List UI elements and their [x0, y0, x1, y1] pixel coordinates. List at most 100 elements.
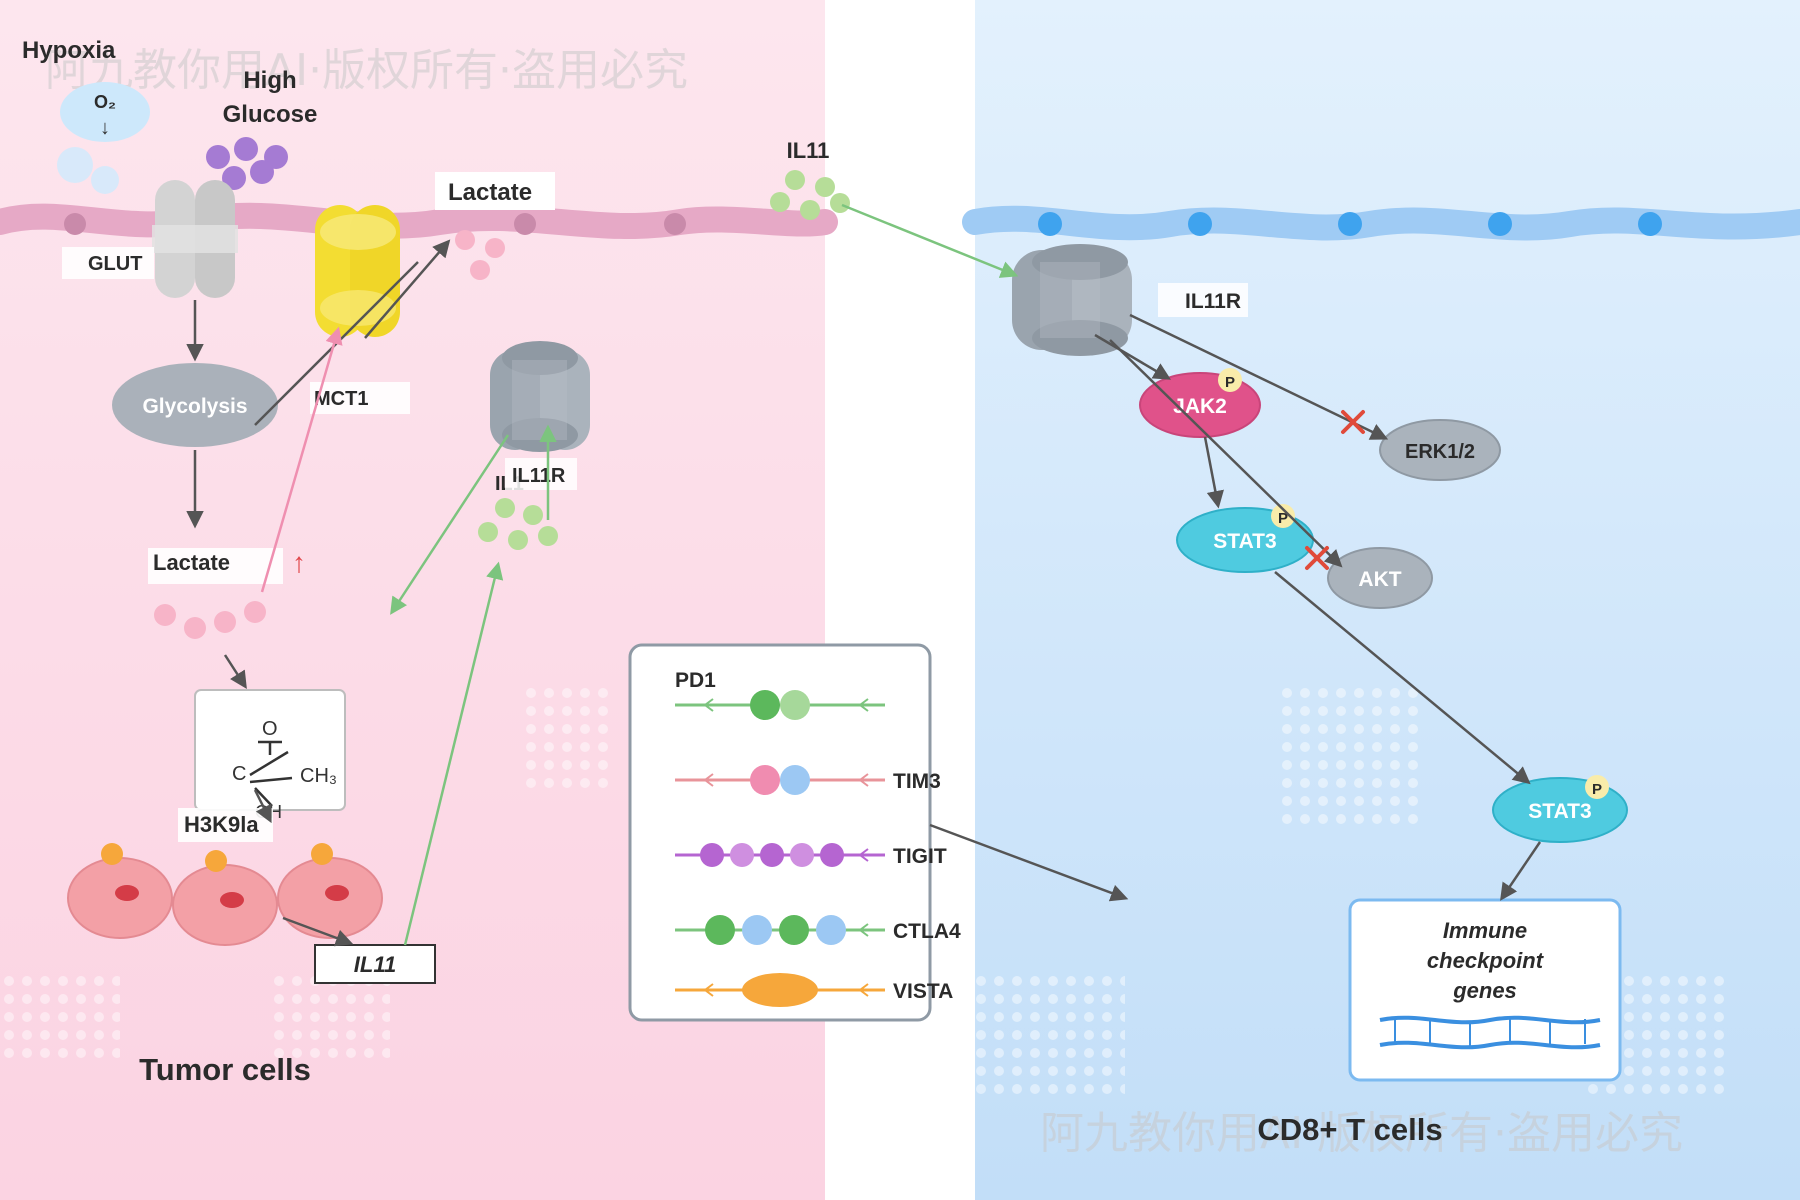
checkpoint-bead	[730, 843, 754, 867]
arrow-il11-gene-secretion	[403, 561, 504, 946]
checkpoint-bead	[742, 973, 818, 1007]
phospho-badge-icon	[1271, 504, 1295, 528]
tcell-title: CD8+ T cells	[1257, 1112, 1442, 1147]
stat3-label-b: STAT3	[1528, 800, 1591, 823]
hypoxia-label: Hypoxia	[22, 37, 116, 64]
jak2-label: JAK2	[1173, 395, 1227, 418]
mct1-label-box	[310, 382, 410, 414]
decor-dots	[1275, 680, 1425, 825]
tumor-cell-nucleosome	[172, 850, 278, 946]
checkpoint-label-pd1: PD1	[675, 669, 716, 692]
checkpoint-panel	[628, 643, 932, 1022]
h3k9la-label: H3K9la	[184, 812, 259, 837]
inhibit-cross-icon	[1305, 546, 1329, 570]
erk-label: ERK1/2	[1405, 441, 1475, 463]
tumor-il11r-label-box	[505, 458, 577, 490]
tcell-il11r-label-box	[1158, 283, 1248, 317]
structure-ch3: CH₃	[300, 765, 337, 787]
phospho-badge-label: P	[1225, 374, 1235, 391]
checkpoint-bead	[700, 843, 724, 867]
arrow-lactate-mct1	[260, 326, 343, 593]
watermark-bottom: 阿九教你用AI·版权所有·盗用必究	[1040, 1108, 1683, 1159]
checkpoint-label-vista: VISTA	[893, 980, 953, 1003]
arrow-il11r-akt	[1109, 339, 1343, 568]
il11-gene-box	[314, 944, 436, 984]
immune-genes-label: Immune	[1443, 918, 1527, 943]
checkpoint-bead	[750, 765, 780, 795]
checkpoint-bead	[780, 765, 810, 795]
checkpoint-bead	[760, 843, 784, 867]
checkpoint-bead	[750, 690, 780, 720]
tumor-membrane-beads	[64, 213, 686, 235]
o2-bubble	[57, 147, 93, 183]
il11-secreted-label: IL11	[787, 138, 830, 163]
glycolysis-label: Glycolysis	[142, 395, 247, 418]
tcell-il11r-label: IL11R	[1185, 290, 1241, 313]
tcell-il11r-receptor	[1012, 244, 1132, 356]
checkpoint-bead	[790, 843, 814, 867]
structure-bond	[249, 776, 293, 784]
inhibit-cross-icon	[1341, 410, 1365, 434]
checkpoint-bead	[816, 915, 846, 945]
stat3-label-a: STAT3	[1213, 530, 1276, 553]
o2-down-arrow-icon: ↓	[100, 117, 110, 139]
arrow-nucleosome-il11-gene	[282, 916, 354, 947]
tumor-membrane	[0, 202, 838, 239]
glucose-molecules	[206, 137, 288, 190]
decor-dots	[975, 975, 1125, 1095]
arrow-il11r-erk	[1129, 313, 1389, 440]
arrow-structure-nucleosome	[253, 789, 272, 824]
structure-o: O	[262, 718, 278, 740]
strand-chevron-icon	[703, 698, 714, 712]
strand-chevron-icon	[858, 923, 869, 937]
tcell-membrane	[962, 205, 1800, 241]
decor-dots	[525, 680, 615, 790]
checkpoint-label-tigit: TIGIT	[893, 845, 947, 868]
glut-label: GLUT	[88, 253, 142, 275]
checkpoint-bead	[780, 690, 810, 720]
checkpoint-bead	[742, 915, 772, 945]
strand-chevron-icon	[858, 698, 869, 712]
lactate-molecules-in	[154, 601, 266, 639]
strand-chevron-icon	[703, 983, 714, 997]
strand-chevron-icon	[858, 773, 869, 787]
high-glucose-label: High	[243, 67, 296, 94]
tcell-membrane-beads	[1038, 212, 1662, 236]
tumor-cells-title: Tumor cells	[139, 1052, 311, 1087]
arrow-il11r-feedback	[390, 434, 510, 615]
immune-genes-label: genes	[1452, 978, 1517, 1003]
immune-genes-box	[1348, 898, 1622, 1082]
arrow-stat3-stat3	[1274, 571, 1531, 785]
o2-bubble	[60, 82, 150, 142]
lactate-increase-arrow-icon: ↑	[292, 547, 306, 578]
checkpoint-label-ctla4: CTLA4	[893, 920, 961, 943]
phospho-badge-label: P	[1592, 781, 1602, 798]
arrow-checkpoints-tcell	[929, 823, 1129, 902]
checkpoint-bead	[779, 915, 809, 945]
checkpoint-bead	[705, 915, 735, 945]
decor-dots	[0, 975, 120, 1065]
akt-node	[1327, 547, 1433, 609]
o2-bubble	[91, 166, 119, 194]
structure-bond	[254, 787, 273, 807]
structure-c: C	[232, 763, 246, 785]
watermark-top: 阿九教你用AI·版权所有·盗用必究	[45, 45, 688, 96]
arrow-mct1-lactate-out	[364, 239, 451, 339]
lactate-top-label-box	[435, 172, 555, 210]
il11-secreted-molecules	[770, 170, 850, 220]
phospho-badge-icon	[1585, 775, 1609, 799]
strand-chevron-icon	[703, 773, 714, 787]
strand-chevron-icon	[858, 983, 869, 997]
strand-chevron-icon	[858, 848, 869, 862]
arrow-il11r-jak2	[1094, 333, 1172, 380]
glut-transporter	[152, 180, 238, 298]
o2-label: O₂	[94, 92, 116, 112]
arrow-stat3-genes	[1500, 841, 1542, 901]
lactate-mid-label-box	[148, 548, 283, 584]
checkpoint-label-tim3: TIM3	[893, 770, 941, 793]
il11-molecules-tumor	[478, 498, 558, 550]
mct1-label: MCT1	[314, 388, 368, 410]
akt-label: AKT	[1358, 568, 1401, 591]
